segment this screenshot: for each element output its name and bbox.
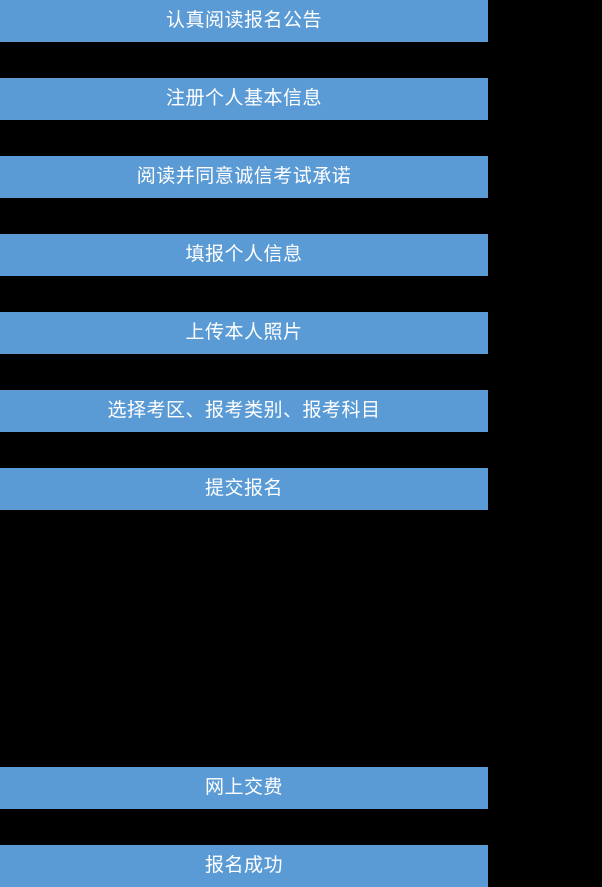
node-label: 阅读并同意诚信考试承诺 [136, 166, 352, 188]
node-label: 填报个人信息 [185, 244, 303, 266]
node-fill-personal-info[interactable]: 填报个人信息 [0, 234, 488, 276]
node-submit-application[interactable]: 提交报名 [0, 468, 488, 510]
node-label: 选择考区、报考类别、报考科目 [107, 400, 381, 422]
node-register-info[interactable]: 注册个人基本信息 [0, 78, 488, 120]
node-label: 上传本人照片 [185, 322, 303, 344]
node-online-payment[interactable]: 网上交费 [0, 767, 488, 809]
node-label: 注册个人基本信息 [165, 88, 322, 110]
node-label: 认真阅读报名公告 [165, 10, 322, 32]
node-registration-done[interactable]: 报名成功 [0, 845, 488, 887]
node-label: 提交报名 [204, 478, 283, 500]
node-label: 网上交费 [204, 777, 283, 799]
node-label: 报名成功 [204, 855, 283, 877]
node-read-announcement[interactable]: 认真阅读报名公告 [0, 0, 488, 42]
node-agree-pledge[interactable]: 阅读并同意诚信考试承诺 [0, 156, 488, 198]
node-upload-photo[interactable]: 上传本人照片 [0, 312, 488, 354]
node-choose-exam[interactable]: 选择考区、报考类别、报考科目 [0, 390, 488, 432]
